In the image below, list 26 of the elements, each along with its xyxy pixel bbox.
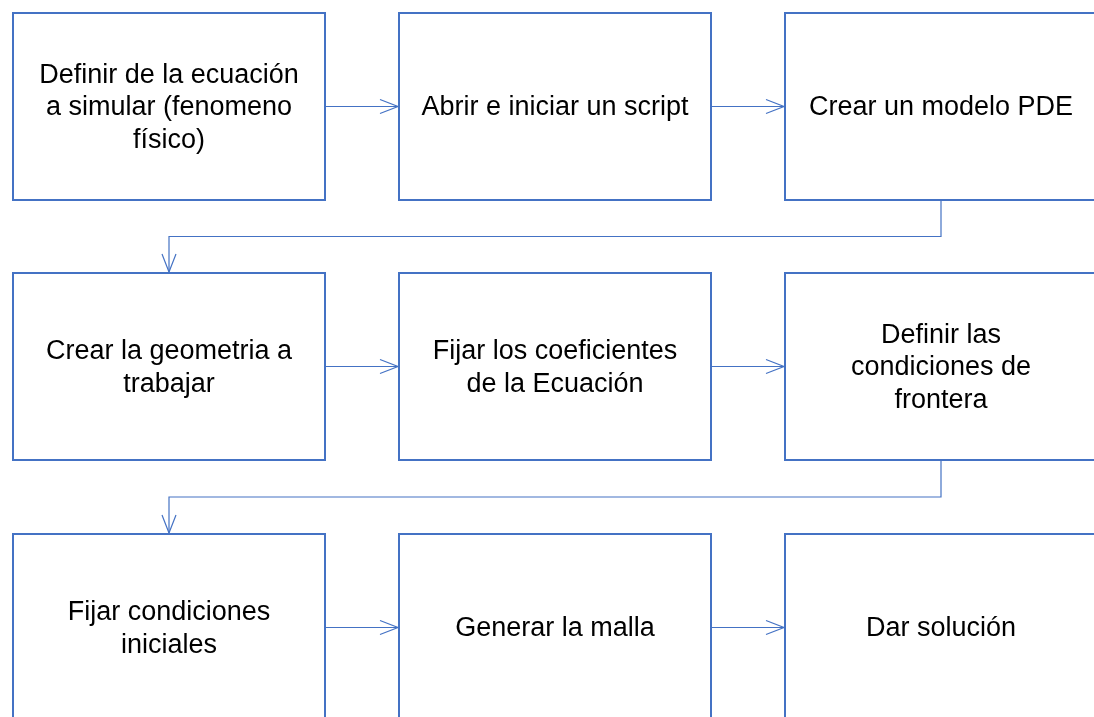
- arrow: [325, 619, 399, 636]
- step-label: Abrir e iniciar un script: [421, 90, 689, 123]
- arrow: [711, 358, 785, 375]
- arrow: [711, 98, 785, 115]
- process-box: [784, 533, 1094, 717]
- arrow: [161, 460, 942, 534]
- step-label: Fijar condiciones iniciales: [66, 595, 272, 660]
- arrow: [711, 619, 785, 636]
- step-label: Crear un modelo PDE: [808, 90, 1074, 123]
- process-box: [398, 272, 712, 461]
- arrow: [325, 98, 399, 115]
- process-box: [12, 533, 326, 717]
- process-box: [784, 272, 1094, 461]
- process-box: [398, 12, 712, 201]
- process-box: [12, 12, 326, 201]
- process-box: [784, 12, 1094, 201]
- step-label: Definir las condiciones de frontera: [849, 317, 1033, 416]
- step-label: Crear la geometria a trabajar: [44, 334, 294, 399]
- arrow: [325, 358, 399, 375]
- step-label: Dar solución: [865, 611, 1017, 644]
- process-box: [12, 272, 326, 461]
- step-label: Fijar los coeficientes de la Ecuación: [431, 334, 679, 399]
- step-label: Generar la malla: [455, 611, 655, 644]
- process-box: [398, 533, 712, 717]
- step-label: Definir de la ecuación a simular (fenomeno físico): [38, 57, 300, 156]
- arrow: [161, 200, 942, 273]
